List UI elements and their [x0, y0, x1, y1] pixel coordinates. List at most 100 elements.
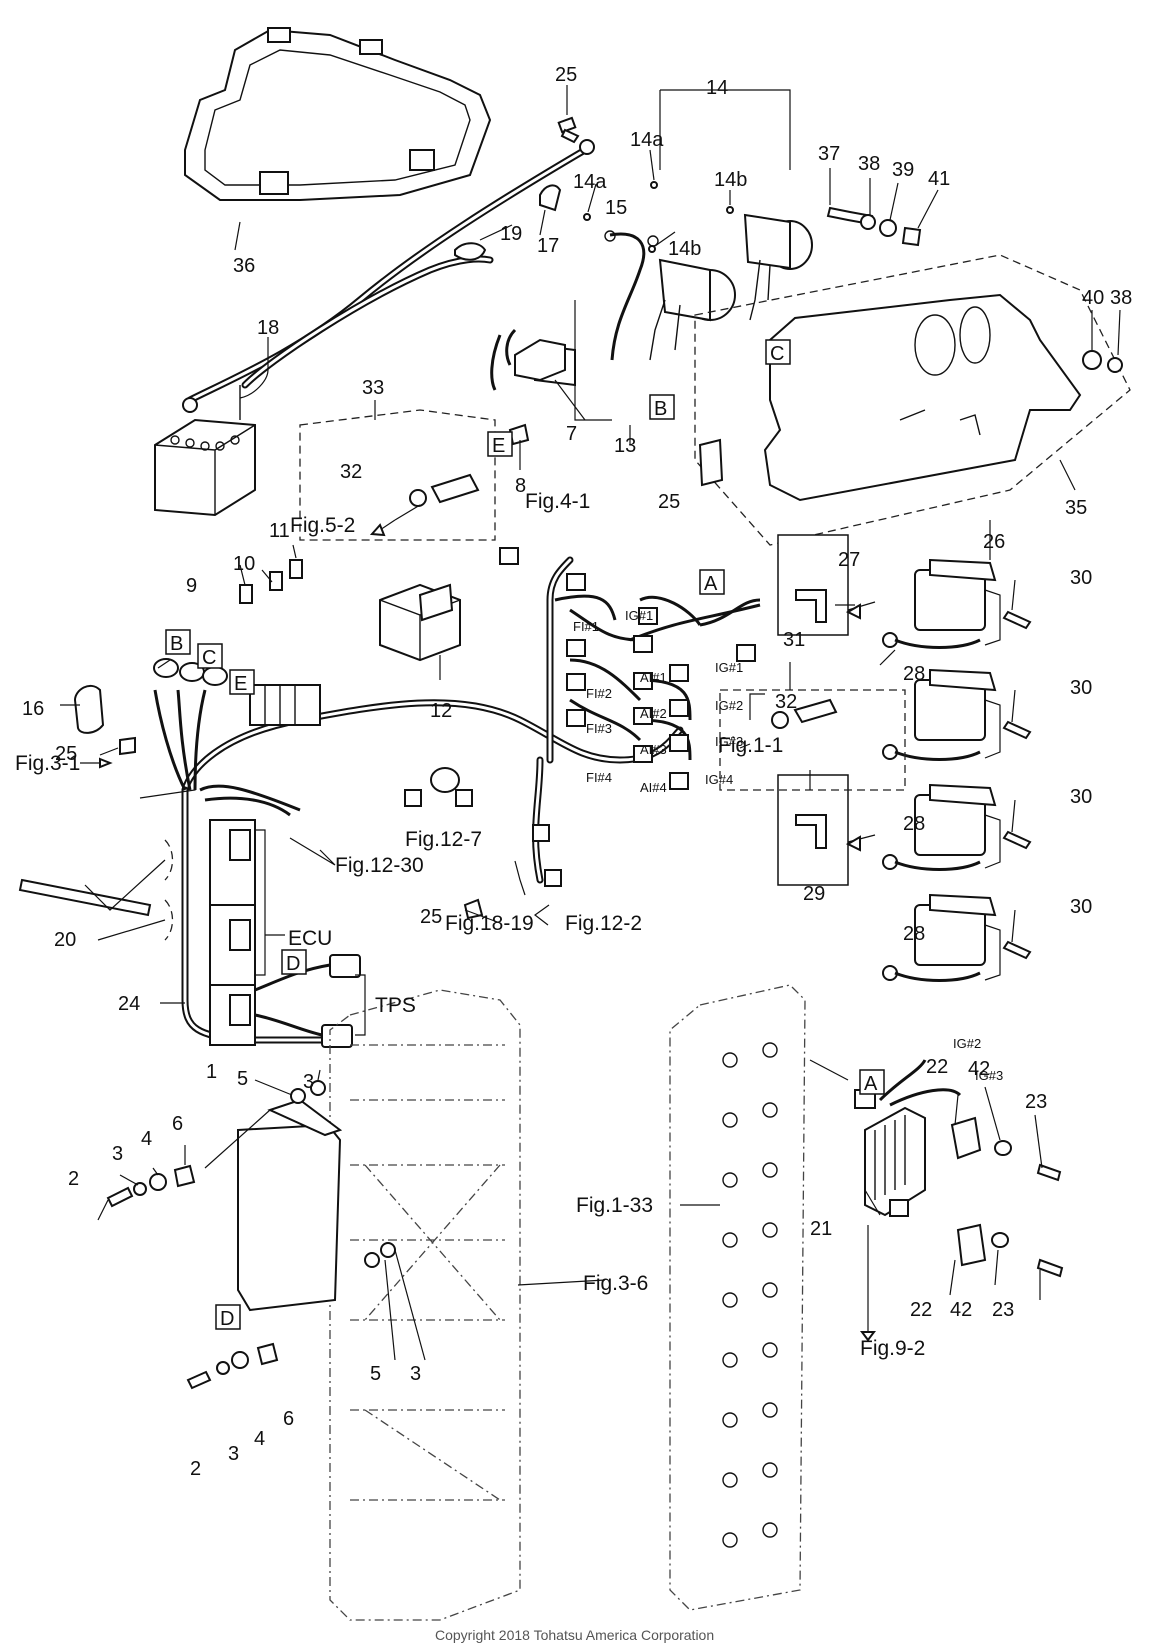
callout-14: 14 [706, 77, 728, 99]
connector-letter-labels: A A B B C C D D E E [165, 339, 885, 1330]
signal-ig4: IG#4 [705, 772, 733, 787]
callout-28-2: 28 [903, 813, 925, 835]
part-29-box [777, 774, 849, 886]
ref-fig-4-1: Fig.4-1 [525, 490, 590, 513]
battery [154, 418, 256, 517]
callout-20: 20 [54, 929, 76, 951]
label-ecu: ECU [288, 927, 332, 950]
parts-37-41-fasteners [826, 206, 1123, 373]
signal-labels: IG#1 IG#1 IG#2 IG#3 IG#4 FI#1 FI#2 FI#3 … [573, 608, 1003, 1083]
callout-42-2: 42 [950, 1299, 972, 1321]
signal-ig3: IG#3 [715, 734, 743, 749]
signal-fi1: FI#1 [573, 619, 599, 634]
part-18-battery-cable [182, 139, 595, 420]
part-25-bolt-left [119, 736, 136, 756]
callout-7: 7 [566, 423, 577, 445]
tps-connectors [254, 954, 361, 1048]
callout-10: 10 [233, 553, 255, 575]
callout-39: 39 [892, 159, 914, 181]
callout-37: 37 [818, 143, 840, 165]
callout-23-1: 23 [1025, 1091, 1047, 1113]
part-27-box [777, 534, 849, 636]
callout-23-2: 23 [992, 1299, 1014, 1321]
callout-14b-1: 14b [714, 169, 747, 191]
callout-25-lower: 25 [420, 906, 442, 928]
harness-connectors-bce [153, 658, 228, 686]
callout-14b-2: 14b [668, 238, 701, 260]
callout-17: 17 [537, 235, 559, 257]
callout-42-1: 42 [968, 1058, 990, 1080]
part-14-relay [743, 213, 813, 321]
signal-ig1-b: IG#1 [715, 660, 743, 675]
callout-33: 33 [362, 377, 384, 399]
callout-5-2: 5 [370, 1363, 381, 1385]
part-15-wire [609, 232, 646, 361]
callout-27: 27 [838, 549, 860, 571]
callout-41: 41 [928, 168, 950, 190]
callout-1: 1 [206, 1061, 217, 1083]
callout-24: 24 [118, 993, 140, 1015]
part-19-terminal [454, 242, 487, 261]
callout-30-2: 30 [1070, 677, 1092, 699]
ref-fig-3-6: Fig.3-6 [583, 1272, 648, 1295]
callout-25-left: 25 [55, 743, 77, 765]
callout-38-top: 38 [858, 153, 880, 175]
part-13-starter-relay [649, 258, 736, 361]
callout-14a-1: 14a [630, 129, 664, 151]
callout-30-4: 30 [1070, 896, 1092, 918]
callout-4-1: 4 [141, 1128, 152, 1150]
signal-ai3: AI#3 [640, 742, 667, 757]
letter-d-1: D [286, 953, 300, 975]
callout-22-2: 22 [910, 1299, 932, 1321]
callout-2-2: 2 [190, 1458, 201, 1480]
callout-28-3: 28 [903, 923, 925, 945]
part-12-relay [379, 583, 461, 662]
letter-d-2: D [220, 1308, 234, 1330]
callout-19: 19 [500, 223, 522, 245]
copyright-notice: Copyright 2018 Tohatsu America Corporati… [435, 1627, 714, 1643]
part-33-temp-sensor-group [299, 409, 496, 541]
fuses-9-10-11 [239, 559, 303, 604]
figure-references: Fig.5-2 Fig.4-1 Fig.3-1 Fig.1-1 Fig.12-7… [15, 490, 925, 1360]
callout-8: 8 [515, 475, 526, 497]
signal-ig2: IG#2 [715, 698, 743, 713]
part-28-ignition-coil-3 [882, 783, 997, 871]
callout-11: 11 [269, 520, 290, 542]
part-26-ignition-coil [882, 558, 997, 649]
callout-40: 40 [1082, 287, 1104, 309]
ref-fig-18-19: Fig.18-19 [445, 912, 534, 935]
callout-3-4: 3 [228, 1443, 239, 1465]
callout-6-1: 6 [172, 1113, 183, 1135]
ref-fig-12-7: Fig.12-7 [405, 828, 482, 851]
harness-ecu-connectors [209, 819, 266, 1046]
callout-5-1: 5 [237, 1068, 248, 1090]
signal-fi3: FI#3 [586, 721, 612, 736]
letter-a-1: A [704, 573, 718, 595]
part-20-cable-tie [18, 878, 152, 917]
part-21-regulator [854, 1059, 962, 1217]
component-labels: ECU TPS [288, 927, 416, 1017]
part-25-bolt [557, 116, 580, 144]
callout-26: 26 [983, 531, 1005, 553]
signal-ig1-a: IG#1 [625, 608, 653, 623]
part-31-sensor-group [719, 689, 906, 791]
label-tps: TPS [375, 994, 416, 1017]
callout-35: 35 [1065, 497, 1087, 519]
ref-fig-1-33: Fig.1-33 [576, 1194, 653, 1217]
part-35-bracket [694, 254, 1131, 546]
signal-ig2-right: IG#2 [953, 1036, 981, 1051]
signal-ai4: AI#4 [640, 780, 667, 795]
leader-lines [60, 85, 1121, 1361]
part-24-main-harness [153, 547, 761, 1044]
callout-2-1: 2 [68, 1168, 79, 1190]
callout-36: 36 [233, 255, 255, 277]
callout-9: 9 [186, 575, 197, 597]
engine-block-ghost-right [669, 984, 806, 1611]
callout-25-fig4: 25 [658, 491, 680, 513]
part-36-cover [184, 27, 492, 201]
callout-25-top: 25 [555, 64, 577, 86]
callout-32-right: 32 [775, 691, 797, 713]
letter-a-2: A [864, 1073, 878, 1095]
letter-b-1: B [654, 398, 667, 420]
